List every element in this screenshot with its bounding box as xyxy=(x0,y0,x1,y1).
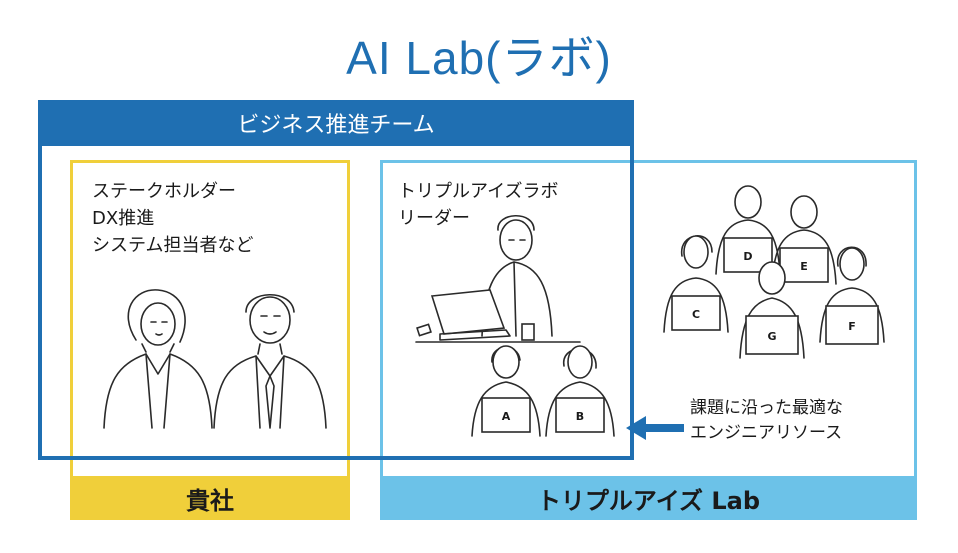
engineer-g: G xyxy=(739,261,805,359)
client-role-line: DX推進 xyxy=(92,208,155,229)
engineers-group-illustration: D E C F G xyxy=(663,185,885,359)
engineers-ab-illustration: A B xyxy=(471,345,615,437)
resource-line: 課題に沿った最適な xyxy=(690,398,843,418)
client-role-line: システム担当者など xyxy=(92,235,254,256)
engineer-e: E xyxy=(771,195,837,285)
engineer-b: B xyxy=(545,345,615,437)
engineer-a: A xyxy=(471,345,541,437)
engineer-f: F xyxy=(819,246,885,345)
client-footer: 貴社 xyxy=(70,476,350,520)
client-role-line: ステークホルダー xyxy=(92,181,236,202)
businessman-icon xyxy=(213,293,327,429)
engineer-c: C xyxy=(663,235,729,333)
resource-line: エンジニアリソース xyxy=(690,423,843,443)
engineer-f-label: F xyxy=(848,320,856,333)
engineer-b-label: B xyxy=(576,410,584,423)
engineer-d-label: D xyxy=(743,250,752,263)
lab-leader-line: リーダー xyxy=(398,208,470,229)
lab-leader-illustration xyxy=(415,215,581,343)
lab-leader-label: トリプルアイズラボ リーダー xyxy=(398,178,559,232)
client-people-illustration xyxy=(103,289,327,429)
engineer-g-label: G xyxy=(767,330,776,343)
engineer-a-label: A xyxy=(502,410,511,423)
lab-footer: トリプルアイズ Lab xyxy=(380,476,917,520)
engineer-c-label: C xyxy=(692,308,700,321)
lab-leader-line: トリプルアイズラボ xyxy=(398,181,559,202)
engineer-d: D xyxy=(715,185,781,275)
arrow-left-icon xyxy=(626,416,684,440)
client-roles: ステークホルダー DX推進 システム担当者など xyxy=(92,178,253,259)
engineer-resource-label: 課題に沿った最適な エンジニアリソース xyxy=(690,396,843,446)
diagram-title: AI Lab(ラボ) xyxy=(346,32,612,84)
engineer-e-label: E xyxy=(800,260,808,273)
business-team-header: ビジネス推進チーム xyxy=(38,100,634,146)
businesswoman-icon xyxy=(103,289,213,429)
